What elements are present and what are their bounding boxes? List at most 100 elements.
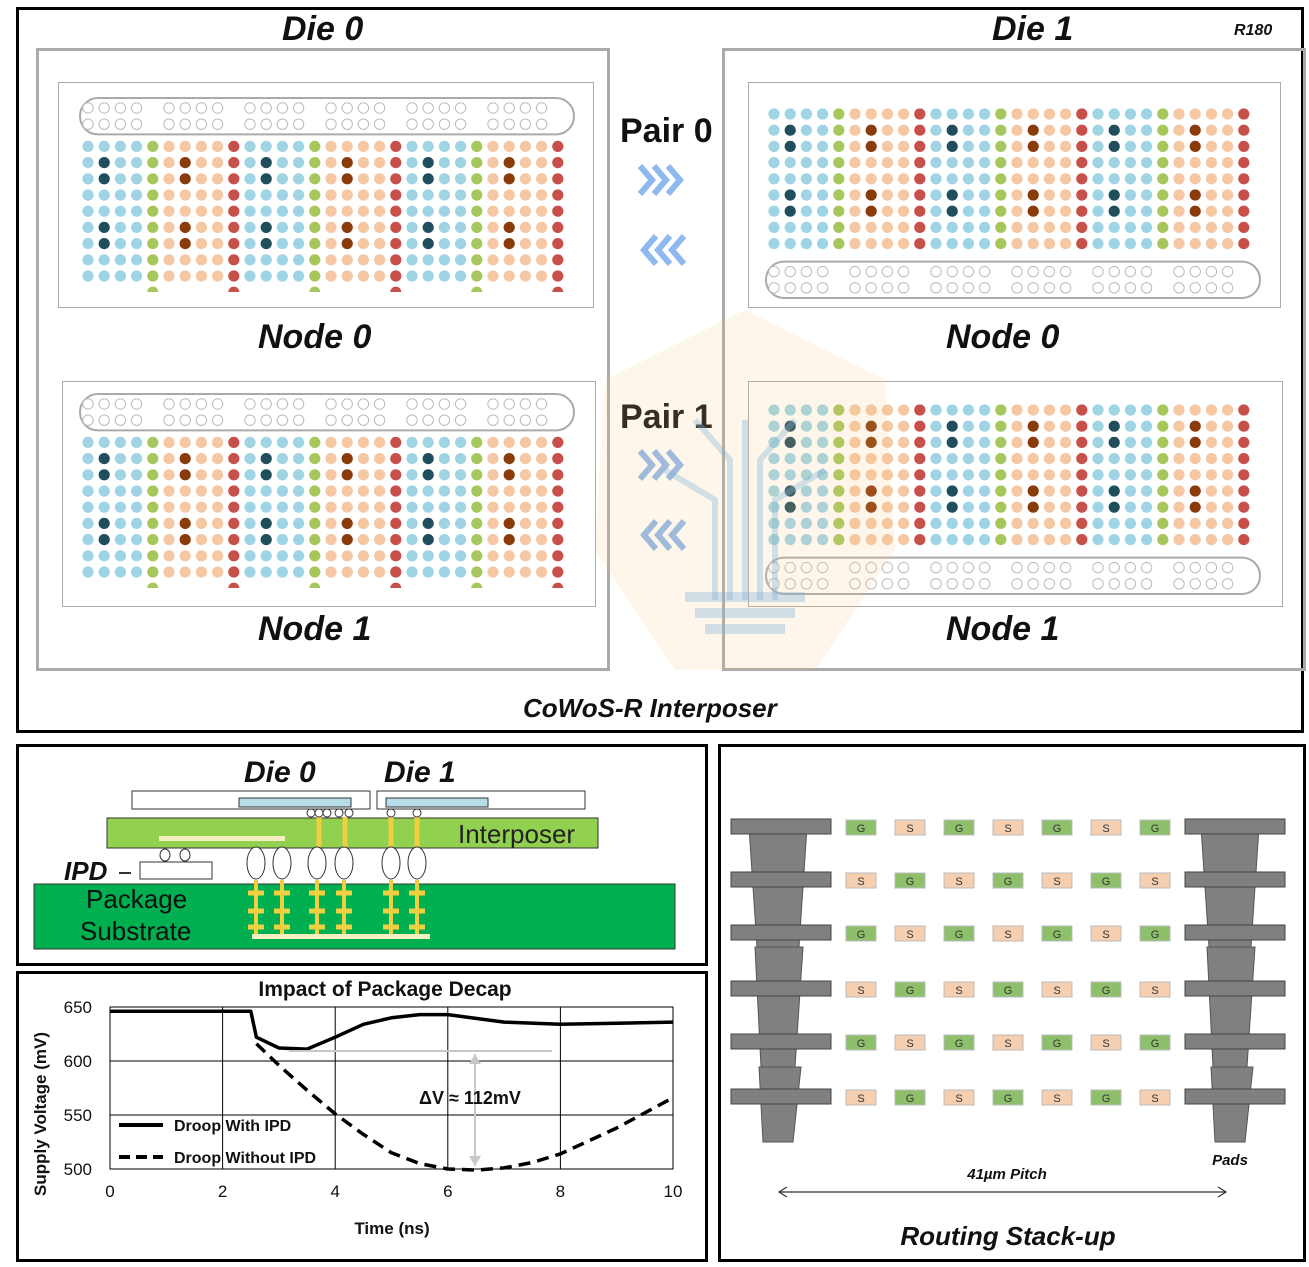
empty-bump: [163, 414, 175, 426]
bump: [1011, 140, 1023, 152]
bump: [1141, 485, 1153, 497]
bump: [244, 173, 256, 185]
bump: [914, 534, 926, 546]
bump: [800, 173, 812, 185]
bump: [881, 189, 893, 201]
bump: [131, 517, 143, 529]
empty-bump: [211, 102, 224, 114]
bump: [1124, 205, 1136, 217]
bump: [309, 550, 321, 562]
bump: [1222, 173, 1234, 185]
empty-bump: [487, 118, 499, 130]
bump: [1173, 469, 1185, 481]
bump: [1011, 205, 1023, 217]
bump: [898, 501, 910, 513]
bump: [244, 453, 256, 465]
bump: [979, 436, 991, 448]
bump: [898, 517, 910, 529]
bump: [865, 221, 877, 233]
bump: [1076, 124, 1088, 136]
bump: [881, 238, 893, 250]
bump: [503, 469, 515, 481]
micro-bumps: [159, 808, 422, 862]
chart-x-axis-label: Time (ns): [354, 1219, 429, 1238]
bump: [276, 485, 288, 497]
bump: [422, 221, 434, 233]
bump: [1173, 140, 1185, 152]
bump: [293, 140, 305, 152]
bump: [1141, 221, 1153, 233]
bump: [438, 517, 450, 529]
trace-label: S: [1053, 1093, 1060, 1105]
bump: [552, 189, 564, 201]
bump: [309, 517, 321, 529]
x-tick-label: 10: [664, 1182, 683, 1201]
pitch-arrow: [777, 1186, 1228, 1198]
bump: [1076, 517, 1088, 529]
bump: [212, 469, 224, 481]
bump: [865, 453, 877, 465]
die1-node0-block: [748, 82, 1281, 308]
bump: [833, 517, 845, 529]
bump: [406, 140, 418, 152]
substrate-pads: [248, 890, 425, 930]
bump: [1108, 108, 1120, 120]
bump: [1060, 108, 1072, 120]
bump: [519, 453, 531, 465]
bump: [131, 501, 143, 513]
bump: [536, 157, 548, 169]
bump: [1076, 140, 1088, 152]
bump: [962, 238, 974, 250]
bump: [406, 157, 418, 169]
bump: [1205, 404, 1217, 416]
bump: [293, 501, 305, 513]
bump: [1124, 517, 1136, 529]
bump: [817, 534, 829, 546]
empty-bump: [422, 102, 434, 114]
bump: [881, 534, 893, 546]
bump: [212, 517, 224, 529]
trace-label: G: [955, 929, 964, 941]
bump: [341, 501, 353, 513]
bump: [800, 205, 812, 217]
bump: [1173, 124, 1185, 136]
bump: [131, 534, 143, 546]
bump: [979, 485, 991, 497]
bump: [503, 221, 515, 233]
trace-label: S: [1004, 823, 1011, 835]
bump: [552, 501, 564, 513]
bump: [1173, 420, 1185, 432]
bump: [163, 453, 175, 465]
x-tick-label: 6: [443, 1182, 452, 1201]
bump: [995, 453, 1007, 465]
bump: [1076, 436, 1088, 448]
empty-bump: [535, 414, 548, 426]
empty-bump: [260, 102, 272, 114]
bump: [865, 534, 877, 546]
bump: [881, 517, 893, 529]
signal-trace: [1041, 872, 1073, 889]
signal-trace: [894, 1034, 926, 1051]
bump: [914, 221, 926, 233]
bump: [962, 485, 974, 497]
bump: [784, 534, 796, 546]
bump: [1092, 404, 1104, 416]
ground-trace: [845, 1034, 877, 1051]
bump: [325, 270, 337, 282]
bump: [1011, 157, 1023, 169]
bump: [1222, 534, 1234, 546]
bump: [552, 173, 564, 185]
bump: [1157, 124, 1169, 136]
bump: [1141, 436, 1153, 448]
bump: [357, 550, 369, 562]
bump: [293, 534, 305, 546]
bump: [1092, 124, 1104, 136]
empty-bump: [373, 102, 386, 114]
cs-die0-label: Die 0: [244, 756, 316, 789]
ground-trace: [1090, 981, 1122, 998]
empty-bump: [930, 578, 942, 590]
bump: [784, 453, 796, 465]
bump: [833, 485, 845, 497]
empty-bump: [195, 414, 208, 426]
